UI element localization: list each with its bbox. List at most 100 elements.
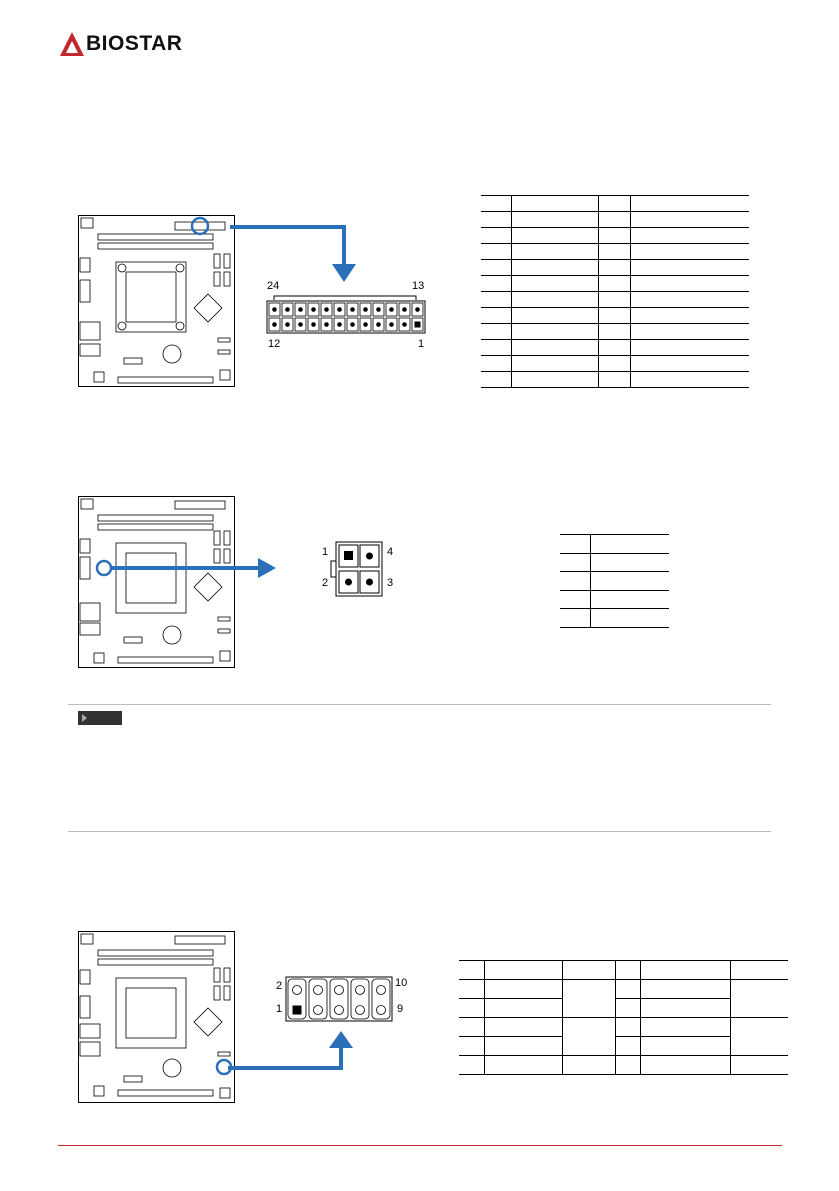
atx-table-cell (630, 243, 749, 260)
header-table-cell (640, 1036, 730, 1056)
footer-rule (58, 1145, 782, 1146)
arrow-to-atx-connector (230, 225, 356, 282)
cpu-label-1: 1 (322, 546, 329, 558)
atx-table-cell (481, 355, 512, 372)
atx-pin (324, 307, 329, 312)
table-row (481, 323, 749, 340)
cpu-table-cell (590, 553, 669, 572)
cpu-label-4: 4 (387, 546, 394, 558)
header-table-cell (483, 1017, 563, 1037)
atx-table-cell (630, 275, 749, 292)
atx-label-12: 12 (268, 338, 281, 350)
atx-table-cell (481, 211, 512, 228)
table-row (459, 1017, 788, 1056)
table-row (459, 960, 788, 980)
note-arrow-icon (82, 714, 87, 722)
atx-table-cell (597, 291, 631, 308)
header-table-cell (729, 960, 788, 980)
header-pin (355, 1005, 365, 1015)
header-table-cell (459, 1036, 485, 1056)
header-table-cell (483, 1036, 563, 1056)
header-table-cell (729, 979, 788, 1018)
atx-table-cell (630, 291, 749, 308)
atx-table-cell (481, 195, 512, 212)
header-table-cell (459, 960, 485, 980)
header-pin (355, 985, 365, 995)
header-table-cell (640, 1017, 730, 1037)
header-pin (334, 1005, 344, 1015)
atx-pin (389, 322, 394, 327)
header-table-cell (640, 960, 730, 980)
header-table-cell (459, 1017, 485, 1037)
atx-pin (376, 307, 381, 312)
header-table-cell (614, 960, 641, 980)
header-10pin-connector (285, 976, 393, 1022)
table-row (459, 998, 788, 1018)
header-label-9: 9 (397, 1003, 404, 1015)
header-table-cell (459, 998, 485, 1018)
table-row (560, 590, 669, 609)
brand-name: BIOSTAR (86, 32, 183, 55)
atx-table-cell (630, 339, 749, 356)
atx-table-cell (481, 291, 512, 308)
cpu-table-cell (560, 571, 591, 591)
atx-table-cell (510, 259, 599, 276)
header-pin (334, 985, 344, 995)
table-row (560, 608, 669, 628)
table-row (459, 1036, 788, 1056)
note-tab (78, 711, 122, 725)
atx-pin (350, 307, 355, 312)
atx-table-cell (510, 227, 599, 244)
cpu-table-cell (560, 608, 591, 628)
table-row (481, 259, 749, 276)
header-pin (313, 1005, 323, 1015)
table-row (481, 243, 749, 260)
atx-table-cell (510, 323, 599, 340)
header-pin (376, 1005, 386, 1015)
atx-table-cell (481, 371, 512, 388)
cpu-4pin-connector (330, 541, 383, 597)
atx-table-cell (630, 211, 749, 228)
arrow-to-cpu-connector (110, 558, 276, 578)
atx-table-cell (481, 243, 512, 260)
atx-pin (285, 307, 290, 312)
atx-table-cell (597, 307, 631, 324)
atx-pin (389, 307, 394, 312)
atx-pin (324, 322, 329, 327)
table-row (481, 291, 749, 308)
table-row (560, 534, 669, 554)
atx-table-cell (630, 259, 749, 276)
note-bottom-rule (68, 831, 771, 832)
atx-pin (363, 322, 368, 327)
atx-table-cell (597, 275, 631, 292)
table-row (560, 571, 669, 591)
header-table-cell (483, 960, 563, 980)
table-row (459, 979, 788, 1018)
header-table-cell (729, 1017, 788, 1056)
atx-table-cell (510, 355, 599, 372)
table-row (481, 275, 749, 292)
header-table-cell (614, 998, 641, 1018)
atx-table-cell (481, 307, 512, 324)
atx-pin (350, 322, 355, 327)
header-table-cell (459, 1055, 485, 1075)
table-row (481, 227, 749, 244)
atx-table-cell (481, 323, 512, 340)
cpu-pin-table (560, 534, 669, 628)
motherboard-diagram-atx (78, 215, 235, 387)
table-row (481, 195, 749, 212)
header-table-cell (562, 979, 616, 1018)
header-table-cell (483, 979, 563, 999)
atx-table-cell (510, 307, 599, 324)
table-row (481, 307, 749, 324)
atx-table-cell (481, 259, 512, 276)
motherboard-diagram-header (78, 931, 235, 1103)
atx-pin (376, 322, 381, 327)
atx-pin-1-square (414, 321, 421, 328)
header-pin (292, 985, 302, 995)
atx-table-cell (481, 339, 512, 356)
arrow-to-header-connector (228, 1031, 353, 1070)
atx-label-1: 1 (418, 338, 425, 350)
header-table-cell (614, 1055, 641, 1075)
atx-table-cell (630, 195, 749, 212)
